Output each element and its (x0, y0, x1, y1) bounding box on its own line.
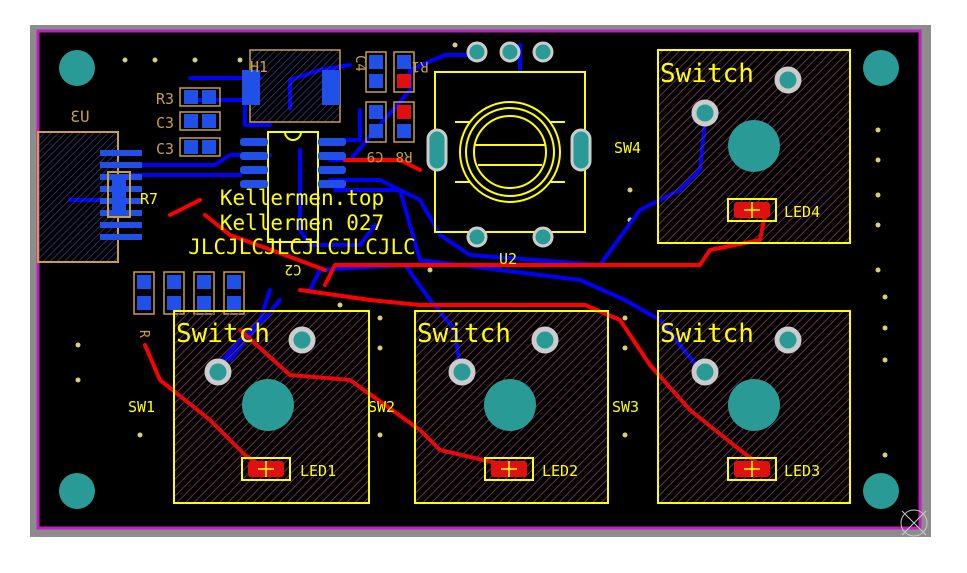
designator-r7: R7 (140, 190, 158, 208)
origin-marker-icon (900, 509, 928, 537)
mounting-hole (59, 50, 95, 86)
switch-footprint-sw4[interactable]: Switch SW4 LED4 (614, 49, 851, 244)
designator-r-bottom: R (136, 330, 151, 338)
switch-label: Switch (660, 319, 754, 349)
silk-text-line2: Kellermen 027 (220, 211, 384, 235)
designator-c-top: C4 (352, 55, 368, 72)
designator-sw2: SW2 (368, 398, 395, 416)
designator-c3: C3 (156, 114, 174, 132)
designator-sw1: SW1 (128, 398, 155, 416)
silk-text-line1: Kellermen.top (220, 186, 384, 210)
designator-led2: LED2 (542, 462, 578, 480)
board-outline (36, 29, 922, 530)
designator-led1: LED1 (300, 462, 336, 480)
designator-sw3: SW3 (612, 398, 639, 416)
mounting-hole (59, 473, 95, 509)
designator-c3: C3 (156, 140, 174, 158)
rotary-encoder-u2[interactable]: U2 (426, 41, 592, 268)
mounting-hole (863, 50, 899, 86)
connector-u3[interactable]: U3 (37, 107, 142, 263)
designator-led4: LED4 (784, 203, 820, 221)
chip-u1[interactable]: H1 (242, 49, 341, 123)
designator-led3: LED3 (784, 462, 820, 480)
silk-text-line3: JLCJLCJLCJLCJLCJLC (188, 235, 416, 259)
designator-h1: H1 (250, 58, 268, 76)
switch-label: Switch (417, 319, 511, 349)
passives-top[interactable]: C4 R1 C9 R8 (352, 51, 429, 164)
resistor-r7[interactable]: R7 (140, 190, 158, 208)
designator-c2: C2 (285, 261, 302, 277)
ic-soic[interactable]: C2 (240, 131, 346, 277)
designator-r1: R1 (412, 58, 429, 74)
switch-footprint-sw1[interactable]: Switch SW1 LED1 (128, 310, 370, 504)
designator-u3: U3 (70, 107, 89, 126)
designator-sw4: SW4 (614, 139, 641, 157)
mounting-hole (863, 473, 899, 509)
designator-r8: R8 (396, 148, 413, 164)
passives-left[interactable]: R3 C3 C3 (156, 87, 221, 158)
designator-r3: R3 (156, 90, 174, 108)
designator-c9: C9 (367, 148, 384, 164)
switch-label: Switch (660, 59, 754, 89)
switch-footprint-sw3[interactable]: Switch SW3 LED3 (612, 310, 851, 504)
switch-label: Switch (176, 319, 270, 349)
silk-branding: Kellermen.top Kellermen 027 JLCJLCJLCJLC… (188, 186, 416, 259)
passives-bottom-array[interactable]: R (133, 271, 245, 338)
designator-u2: U2 (499, 250, 517, 268)
switch-footprint-sw2[interactable]: Switch SW2 LED2 (368, 310, 609, 504)
via-group (75, 42, 888, 458)
